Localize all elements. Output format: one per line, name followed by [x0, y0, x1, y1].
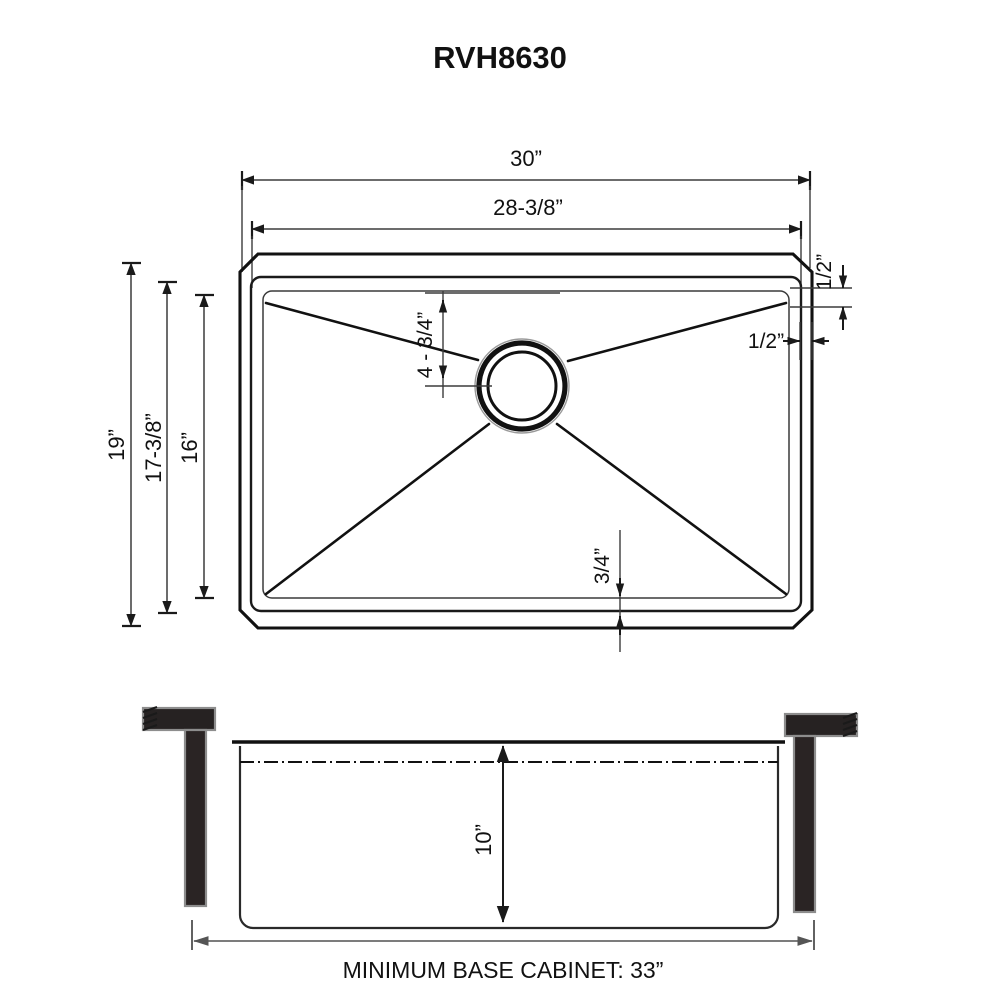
dimension-label-bowl-depth: 16” [177, 432, 202, 464]
hatch-right [842, 712, 858, 737]
cabinet-wall-right [792, 734, 817, 914]
dimension-minimum-base-cabinet: MINIMUM BASE CABINET: 33” [191, 920, 815, 983]
dimension-rim-right-horizontal: 1/2” [748, 322, 829, 360]
dimension-bowl-height: 10” [471, 745, 510, 923]
slope-line-bottom-left [264, 422, 491, 596]
cabinet-wall-left [183, 728, 208, 908]
minimum-base-cabinet-caption: MINIMUM BASE CABINET: 33” [343, 957, 664, 983]
dimension-label-rim-right-vertical: 1/2” [813, 254, 836, 290]
dimension-label-inner-width: 28-3/8” [493, 195, 563, 220]
dimension-label-bowl-height: 10” [471, 824, 496, 856]
dimension-label-overall-width: 30” [510, 146, 542, 171]
dimension-rim-right-vertical: 1/2” [790, 254, 852, 330]
dimension-label-inner-depth: 17-3/8” [141, 413, 166, 483]
dimension-label-rim-bottom: 3/4” [591, 548, 614, 584]
slope-line-top-right [566, 301, 788, 363]
dimension-rim-bottom: 3/4” [591, 530, 625, 652]
slope-line-bottom-right [555, 422, 788, 596]
dimension-label-rim-right-horizontal: 1/2” [748, 330, 784, 353]
page-title: RVH8630 [433, 40, 567, 75]
dimension-bowl-depth: 16” [177, 293, 214, 600]
dimension-overall-depth: 19” [104, 261, 141, 628]
dimension-overall-width: 30” [240, 146, 812, 190]
dimension-drain-offset: 4 - 3/4” [414, 291, 560, 398]
hatch-left [142, 706, 158, 731]
sink-top-view [238, 252, 814, 630]
countertop-slab-left [141, 706, 217, 732]
sink-bowl-opening [262, 290, 790, 599]
sink-outer-rim [238, 252, 814, 630]
dimension-inner-depth: 17-3/8” [141, 280, 177, 615]
dimension-label-overall-depth: 19” [104, 429, 129, 461]
slope-line-top-left [264, 301, 480, 362]
dimension-inner-width: 28-3/8” [250, 195, 803, 239]
drain-inner-ring [486, 350, 558, 422]
sink-side-view: 10” MINIMUM BASE CABINET: 33” [141, 706, 859, 983]
sink-middle-rim [249, 275, 803, 613]
dimension-label-drain-offset: 4 - 3/4” [414, 312, 437, 379]
sink-body-outline [238, 746, 780, 930]
